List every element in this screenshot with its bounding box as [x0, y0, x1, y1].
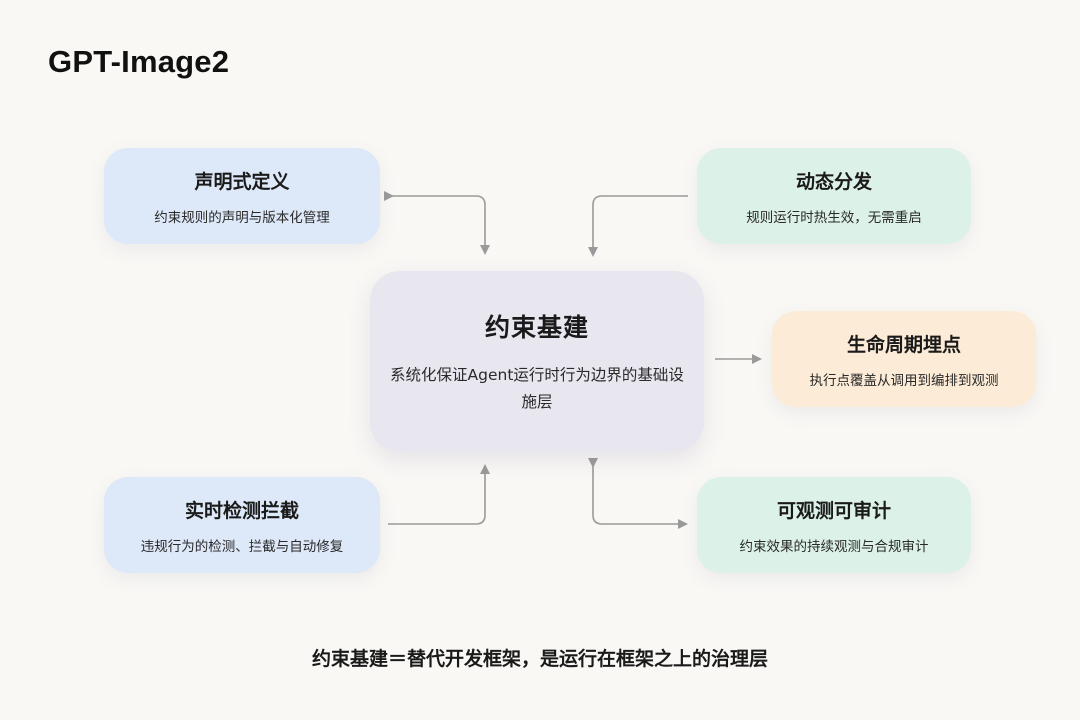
core-description: 系统化保证Agent运行时行为边界的基础设施层	[390, 365, 684, 411]
node-title: 可观测可审计	[776, 499, 891, 522]
node-title: 实时检测拦截	[184, 499, 299, 522]
node-declarative-definition: 声明式定义 约束规则的声明与版本化管理	[104, 148, 380, 244]
node-core-constraint-infrastructure: 约束基建 系统化保证Agent运行时行为边界的基础设施层	[370, 271, 704, 452]
arrow-core-audit	[588, 458, 688, 529]
arrow-realtime-to-core	[388, 464, 490, 525]
page-title: GPT-Image2	[48, 44, 230, 79]
node-realtime-detection: 实时检测拦截 违规行为的检测、拦截与自动修复	[104, 477, 380, 573]
node-title: 生命周期埋点	[846, 333, 961, 356]
node-description: 执行点覆盖从调用到编排到观测	[809, 372, 999, 389]
node-description: 违规行为的检测、拦截与自动修复	[140, 538, 344, 555]
node-dynamic-distribution: 动态分发 规则运行时热生效，无需重启	[697, 148, 971, 244]
node-description: 约束规则的声明与版本化管理	[154, 209, 330, 226]
node-lifecycle-instrumentation: 生命周期埋点 执行点覆盖从调用到编排到观测	[772, 311, 1036, 407]
node-title: 声明式定义	[194, 170, 290, 193]
arrow-declarative-core	[384, 191, 490, 255]
node-observable-auditable: 可观测可审计 约束效果的持续观测与合规审计	[697, 477, 971, 573]
node-description: 规则运行时热生效，无需重启	[746, 209, 922, 226]
core-title: 约束基建	[484, 312, 589, 342]
node-description: 约束效果的持续观测与合规审计	[739, 538, 929, 555]
diagram-caption: 约束基建＝替代开发框架，是运行在框架之上的治理层	[311, 648, 768, 670]
arrow-dynamic-to-core	[588, 195, 688, 257]
node-title: 动态分发	[795, 170, 872, 193]
